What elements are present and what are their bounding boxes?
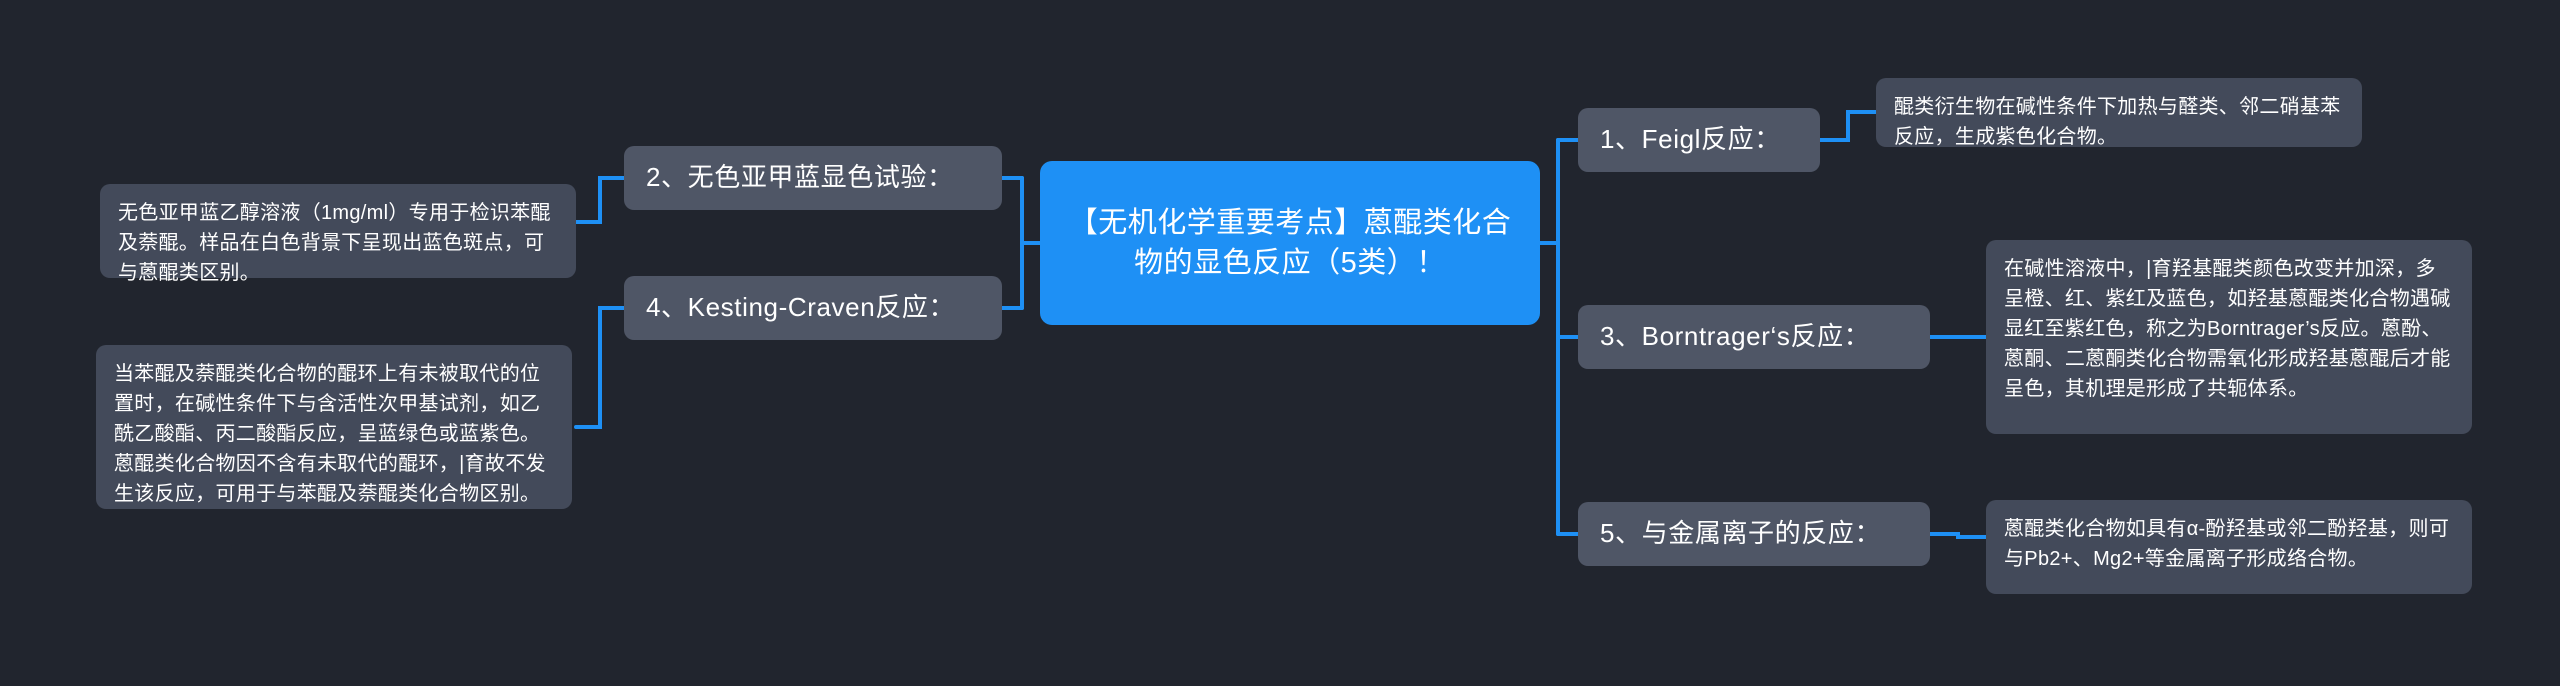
branch-node-borntrager[interactable]: 3、Borntrager‘s反应：	[1578, 305, 1930, 369]
branch-node-feigl-label: 1、Feigl反应：	[1600, 124, 1781, 155]
detail-node-kesting-craven[interactable]: 当苯醌及萘醌类化合物的醌环上有未被取代的位置时，在碱性条件下与含活性次甲基试剂，…	[96, 345, 572, 509]
branch-node-kesting-craven[interactable]: 4、Kesting-Craven反应：	[624, 276, 1002, 340]
wire-branch-5-detail	[1928, 532, 1988, 539]
wire-branch-2-detail	[574, 176, 626, 224]
detail-node-metal-ion[interactable]: 蒽醌类化合物如具有α-酚羟基或邻二酚羟基，则可与Pb2+、Mg2+等金属离子形成…	[1986, 500, 2472, 594]
branch-node-borntrager-label: 3、Borntrager‘s反应：	[1600, 321, 1871, 352]
branch-node-metal-ion-label: 5、与金属离子的反应：	[1600, 518, 1882, 549]
detail-node-metal-ion-text: 蒽醌类化合物如具有α-酚羟基或邻二酚羟基，则可与Pb2+、Mg2+等金属离子形成…	[2004, 518, 2450, 570]
wire-branch-1-detail	[1818, 110, 1878, 142]
detail-node-feigl-text: 醌类衍生物在碱性条件下加热与醛类、邻二硝基苯反应，生成紫色化合物。	[1894, 96, 2341, 148]
detail-node-methylene-blue[interactable]: 无色亚甲蓝乙醇溶液（1mg/ml）专用于检识苯醌及萘醌。样品在白色背景下呈现出蓝…	[100, 184, 576, 284]
branch-node-kesting-craven-label: 4、Kesting-Craven反应：	[646, 292, 956, 323]
branch-node-methylene-blue-label: 2、无色亚甲蓝显色试验：	[646, 162, 954, 193]
central-topic-label: 【无机化学重要考点】蒽醌类化合物的显色反应（5类）！	[1068, 206, 1512, 279]
detail-node-methylene-blue-text: 无色亚甲蓝乙醇溶液（1mg/ml）专用于检识苯醌及萘醌。样品在白色背景下呈现出蓝…	[118, 202, 551, 284]
detail-node-feigl[interactable]: 醌类衍生物在碱性条件下加热与醛类、邻二硝基苯反应，生成紫色化合物。	[1876, 78, 2362, 148]
detail-node-borntrager[interactable]: 在碱性溶液中，|育羟基醌类颜色改变并加深，多呈橙、红、紫红及蓝色，如羟基蒽醌类化…	[1986, 240, 2472, 434]
detail-node-kesting-craven-text: 当苯醌及萘醌类化合物的醌环上有未被取代的位置时，在碱性条件下与含活性次甲基试剂，…	[114, 363, 546, 505]
detail-node-borntrager-text: 在碱性溶液中，|育羟基醌类颜色改变并加深，多呈橙、红、紫红及蓝色，如羟基蒽醌类化…	[2004, 258, 2451, 400]
branch-node-metal-ion[interactable]: 5、与金属离子的反应：	[1578, 502, 1930, 566]
branch-node-methylene-blue[interactable]: 2、无色亚甲蓝显色试验：	[624, 146, 1002, 210]
wire-branch-4-detail	[574, 306, 626, 429]
branch-node-feigl[interactable]: 1、Feigl反应：	[1578, 108, 1820, 172]
central-topic-node[interactable]: 【无机化学重要考点】蒽醌类化合物的显色反应（5类）！	[1040, 161, 1540, 325]
